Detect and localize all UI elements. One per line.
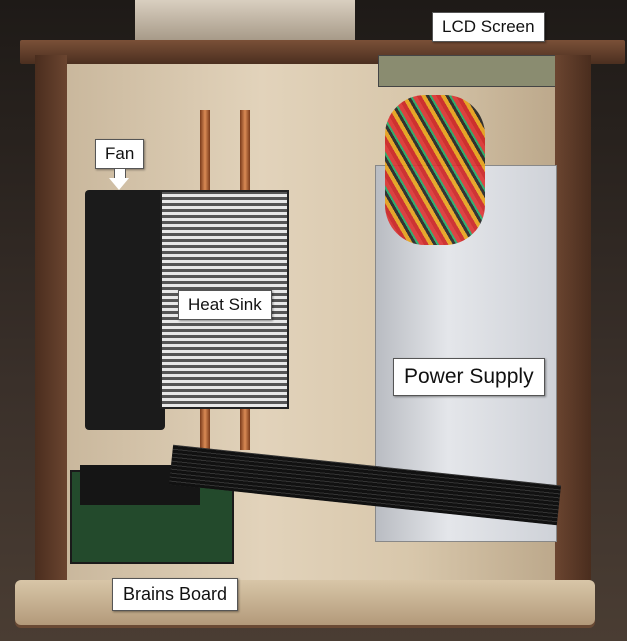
label-fan: Fan [95, 139, 145, 169]
top-component [135, 0, 355, 42]
lcd-screen-module [378, 55, 560, 87]
right-wood-wall [555, 55, 591, 595]
label-brains-board: Brains Board [112, 578, 239, 611]
label-power-supply: Power Supply [393, 358, 545, 396]
label-heat-sink: Heat Sink [178, 290, 272, 320]
fan [85, 190, 165, 430]
left-wood-wall [35, 55, 67, 595]
wire-bundle [385, 95, 485, 245]
wood-base [15, 580, 595, 625]
label-lcd-screen: LCD Screen [432, 12, 545, 42]
